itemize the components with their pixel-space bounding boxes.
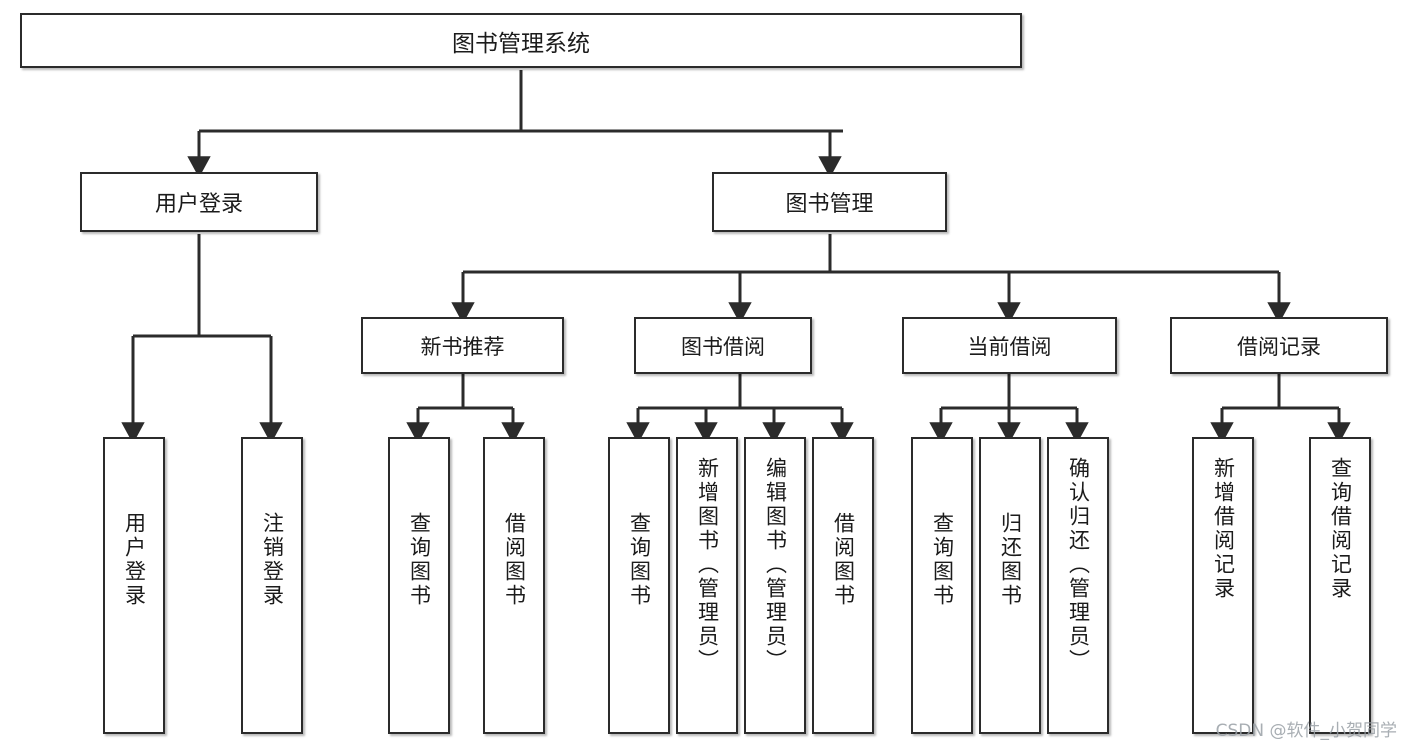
leaf-br-query-record[interactable]: 查询借阅记录 [1309,437,1371,734]
node-book-borrow[interactable]: 图书借阅 [634,317,812,374]
node-user-login-label: 用户登录 [154,192,243,217]
node-borrow-record[interactable]: 借阅记录 [1170,317,1388,374]
node-new-book-recommend-label: 新书推荐 [420,334,505,359]
node-book-borrow-label: 图书借阅 [681,334,765,359]
leaf-bb-edit-book-label: 编辑图书（管理员） [763,457,788,673]
leaf-br-query-record-label: 查询借阅记录 [1328,457,1353,601]
leaf-nb-query-book-label: 查询图书 [407,512,432,608]
leaf-cb-confirm-return[interactable]: 确认归还（管理员） [1047,437,1109,734]
leaf-user-login-label: 用户登录 [122,512,147,608]
leaf-logout-label: 注销登录 [260,512,285,608]
leaf-bb-borrow-book[interactable]: 借阅图书 [812,437,874,734]
leaf-br-add-record[interactable]: 新增借阅记录 [1192,437,1254,734]
node-root-system[interactable]: 图书管理系统 [20,13,1022,68]
leaf-nb-borrow-book[interactable]: 借阅图书 [483,437,545,734]
leaf-bb-borrow-book-label: 借阅图书 [831,512,856,608]
watermark: CSDN @软件_小贺同学 [1215,721,1397,741]
leaf-nb-borrow-book-label: 借阅图书 [502,512,527,608]
node-book-manage[interactable]: 图书管理 [712,172,947,232]
leaf-bb-query-book-label: 查询图书 [627,512,652,608]
leaf-br-add-record-label: 新增借阅记录 [1211,457,1236,601]
leaf-nb-query-book[interactable]: 查询图书 [388,437,450,734]
leaf-bb-add-book-label: 新增图书（管理员） [695,457,720,673]
leaf-logout[interactable]: 注销登录 [241,437,303,734]
node-user-login[interactable]: 用户登录 [80,172,318,232]
leaf-cb-confirm-return-label: 确认归还（管理员） [1066,457,1091,673]
node-book-manage-label: 图书管理 [785,192,874,217]
node-current-borrow[interactable]: 当前借阅 [902,317,1117,374]
leaf-bb-edit-book[interactable]: 编辑图书（管理员） [744,437,806,734]
leaf-bb-query-book[interactable]: 查询图书 [608,437,670,734]
node-borrow-record-label: 借阅记录 [1237,334,1321,359]
node-new-book-recommend[interactable]: 新书推荐 [361,317,564,374]
leaf-cb-return-book-label: 归还图书 [998,512,1023,608]
leaf-cb-return-book[interactable]: 归还图书 [979,437,1041,734]
leaf-user-login[interactable]: 用户登录 [103,437,165,734]
leaf-bb-add-book[interactable]: 新增图书（管理员） [676,437,738,734]
node-root-system-label: 图书管理系统 [452,30,590,57]
leaf-cb-query-book-label: 查询图书 [930,512,955,608]
leaf-cb-query-book[interactable]: 查询图书 [911,437,973,734]
node-current-borrow-label: 当前借阅 [967,334,1052,359]
